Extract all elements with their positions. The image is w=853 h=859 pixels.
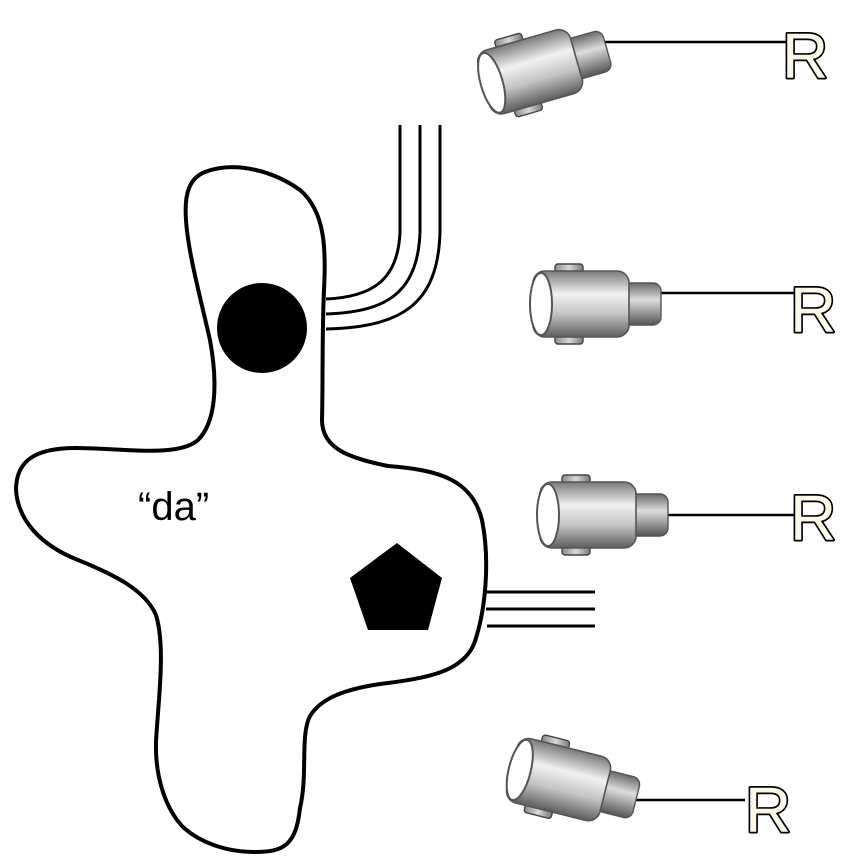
- nucleus-circle: [217, 283, 307, 373]
- lower-nerve-fibers: [484, 590, 595, 628]
- receptor-4: R: [498, 727, 793, 848]
- cell-label: “da”: [138, 485, 209, 529]
- receptor-letter-1: R: [782, 20, 828, 92]
- cell-outline: [14, 165, 489, 854]
- receptor-2: R: [529, 263, 838, 348]
- pentagon-organelle: [350, 543, 442, 630]
- receptor-1: R: [469, 10, 830, 126]
- upper-nerve-fibers: [325, 125, 442, 331]
- receptor-letter-4: R: [745, 774, 791, 846]
- receptor-letter-2: R: [790, 274, 836, 346]
- receptor-letter-3: R: [790, 482, 836, 554]
- receptor-3: R: [536, 474, 838, 556]
